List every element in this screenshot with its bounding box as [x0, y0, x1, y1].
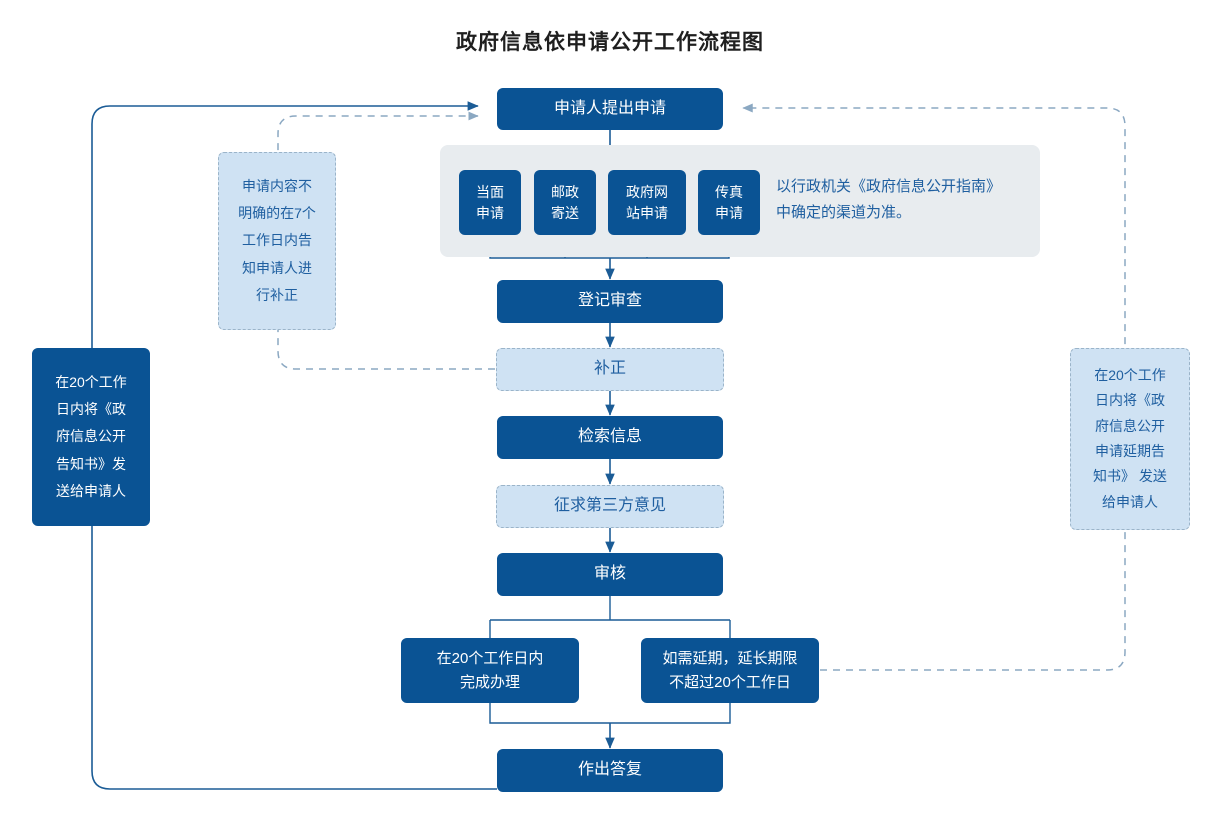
node-audit[interactable]: 审核: [497, 553, 723, 596]
node-start-application[interactable]: 申请人提出申请: [497, 88, 723, 130]
annotation-right-notice[interactable]: 在20个工作 日内将《政 府信息公开 申请延期告 知书》 发送 给申请人: [1070, 348, 1190, 530]
channel-postal-mail[interactable]: 邮政 寄送: [534, 170, 596, 235]
node-extension-20-days[interactable]: 如需延期，延长期限 不超过20个工作日: [641, 638, 819, 703]
node-complete-within-20-days[interactable]: 在20个工作日内 完成办理: [401, 638, 579, 703]
node-retrieve-information[interactable]: 检索信息: [497, 416, 723, 459]
channel-fax[interactable]: 传真 申请: [698, 170, 760, 235]
annotation-correction-note[interactable]: 申请内容不 明确的在7个 工作日内告 知申请人进 行补正: [218, 152, 336, 330]
channel-in-person[interactable]: 当面 申请: [459, 170, 521, 235]
channel-government-website[interactable]: 政府网 站申请: [608, 170, 686, 235]
page-title: 政府信息依申请公开工作流程图: [456, 31, 764, 54]
node-third-party-opinion[interactable]: 征求第三方意见: [496, 485, 724, 528]
node-correction[interactable]: 补正: [496, 348, 724, 391]
annotation-left-notice[interactable]: 在20个工作 日内将《政 府信息公开 告知书》发 送给申请人: [32, 348, 150, 526]
channels-note: 以行政机关《政府信息公开指南》 中确定的渠道为准。: [776, 178, 1002, 222]
node-make-reply[interactable]: 作出答复: [497, 749, 723, 792]
node-registration-review[interactable]: 登记审查: [497, 280, 723, 323]
